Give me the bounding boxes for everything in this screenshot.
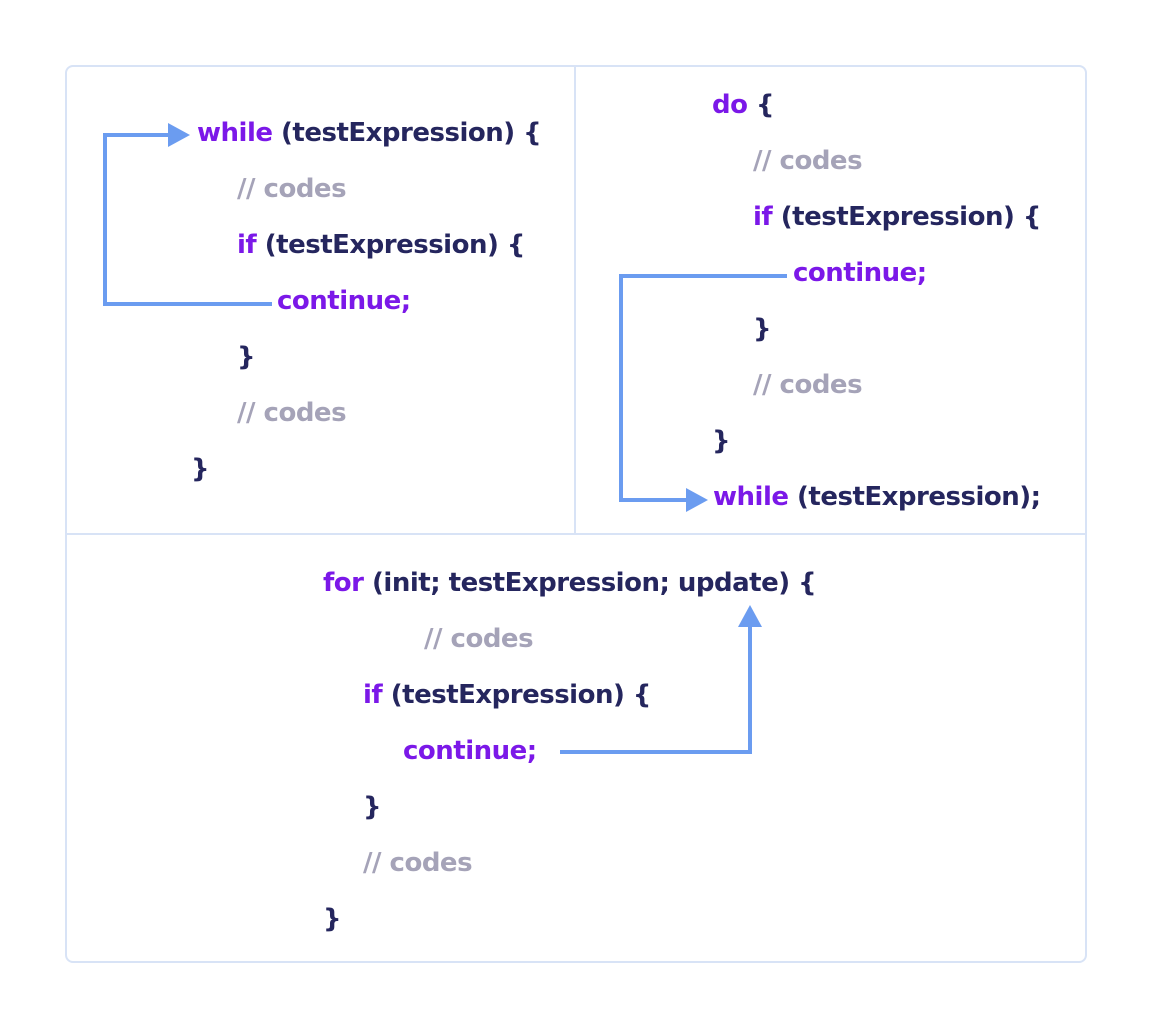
closing-brace: } [237,342,256,372]
arrowhead-right-icon [686,488,708,512]
closing-brace: } [363,792,382,822]
while-condition: (testExpression); [788,482,1041,512]
horizontal-divider [66,533,1086,535]
if-keyword: if [237,230,257,260]
code-comment: // codes [753,146,863,176]
for-keyword: for [323,568,364,598]
closing-brace: } [753,314,772,344]
arrowhead-up-icon [738,605,762,627]
while-line: while (testExpression); [713,481,1041,513]
code-comment: // codes [363,848,473,878]
if-line: if (testExpression) { [753,201,1041,233]
continue-statement: continue; [277,286,411,316]
continue-statement: continue; [793,258,927,288]
for-line: for (init; testExpression; update) { [323,567,817,599]
code-comment: // codes [753,370,863,400]
continue-statement: continue; [403,736,537,766]
code-comment: // codes [237,174,347,204]
closing-brace: } [323,904,342,934]
code-comment: // codes [237,398,347,428]
do-line: do { [712,89,775,121]
for-continue-arrow [560,625,752,754]
if-keyword: if [363,680,383,710]
do-continue-arrow [619,274,787,502]
if-condition: (testExpression) { [382,680,652,710]
if-condition: (testExpression) { [256,230,526,260]
while-line: while (testExpression) { [197,117,542,149]
while-keyword: while [197,118,273,148]
while-keyword: while [713,482,789,512]
if-condition: (testExpression) { [772,202,1042,232]
do-brace: { [747,90,775,120]
vertical-divider [574,66,576,534]
for-header: (init; testExpression; update) { [363,568,817,598]
if-keyword: if [753,202,773,232]
diagram-frame [65,65,1087,963]
if-line: if (testExpression) { [237,229,525,261]
do-keyword: do [712,90,748,120]
arrowhead-right-icon [168,123,190,147]
while-condition: (testExpression) { [272,118,542,148]
closing-brace: } [712,426,731,456]
if-line: if (testExpression) { [363,679,651,711]
while-continue-arrow [103,133,272,306]
code-comment: // codes [424,624,534,654]
closing-brace: } [191,454,210,484]
